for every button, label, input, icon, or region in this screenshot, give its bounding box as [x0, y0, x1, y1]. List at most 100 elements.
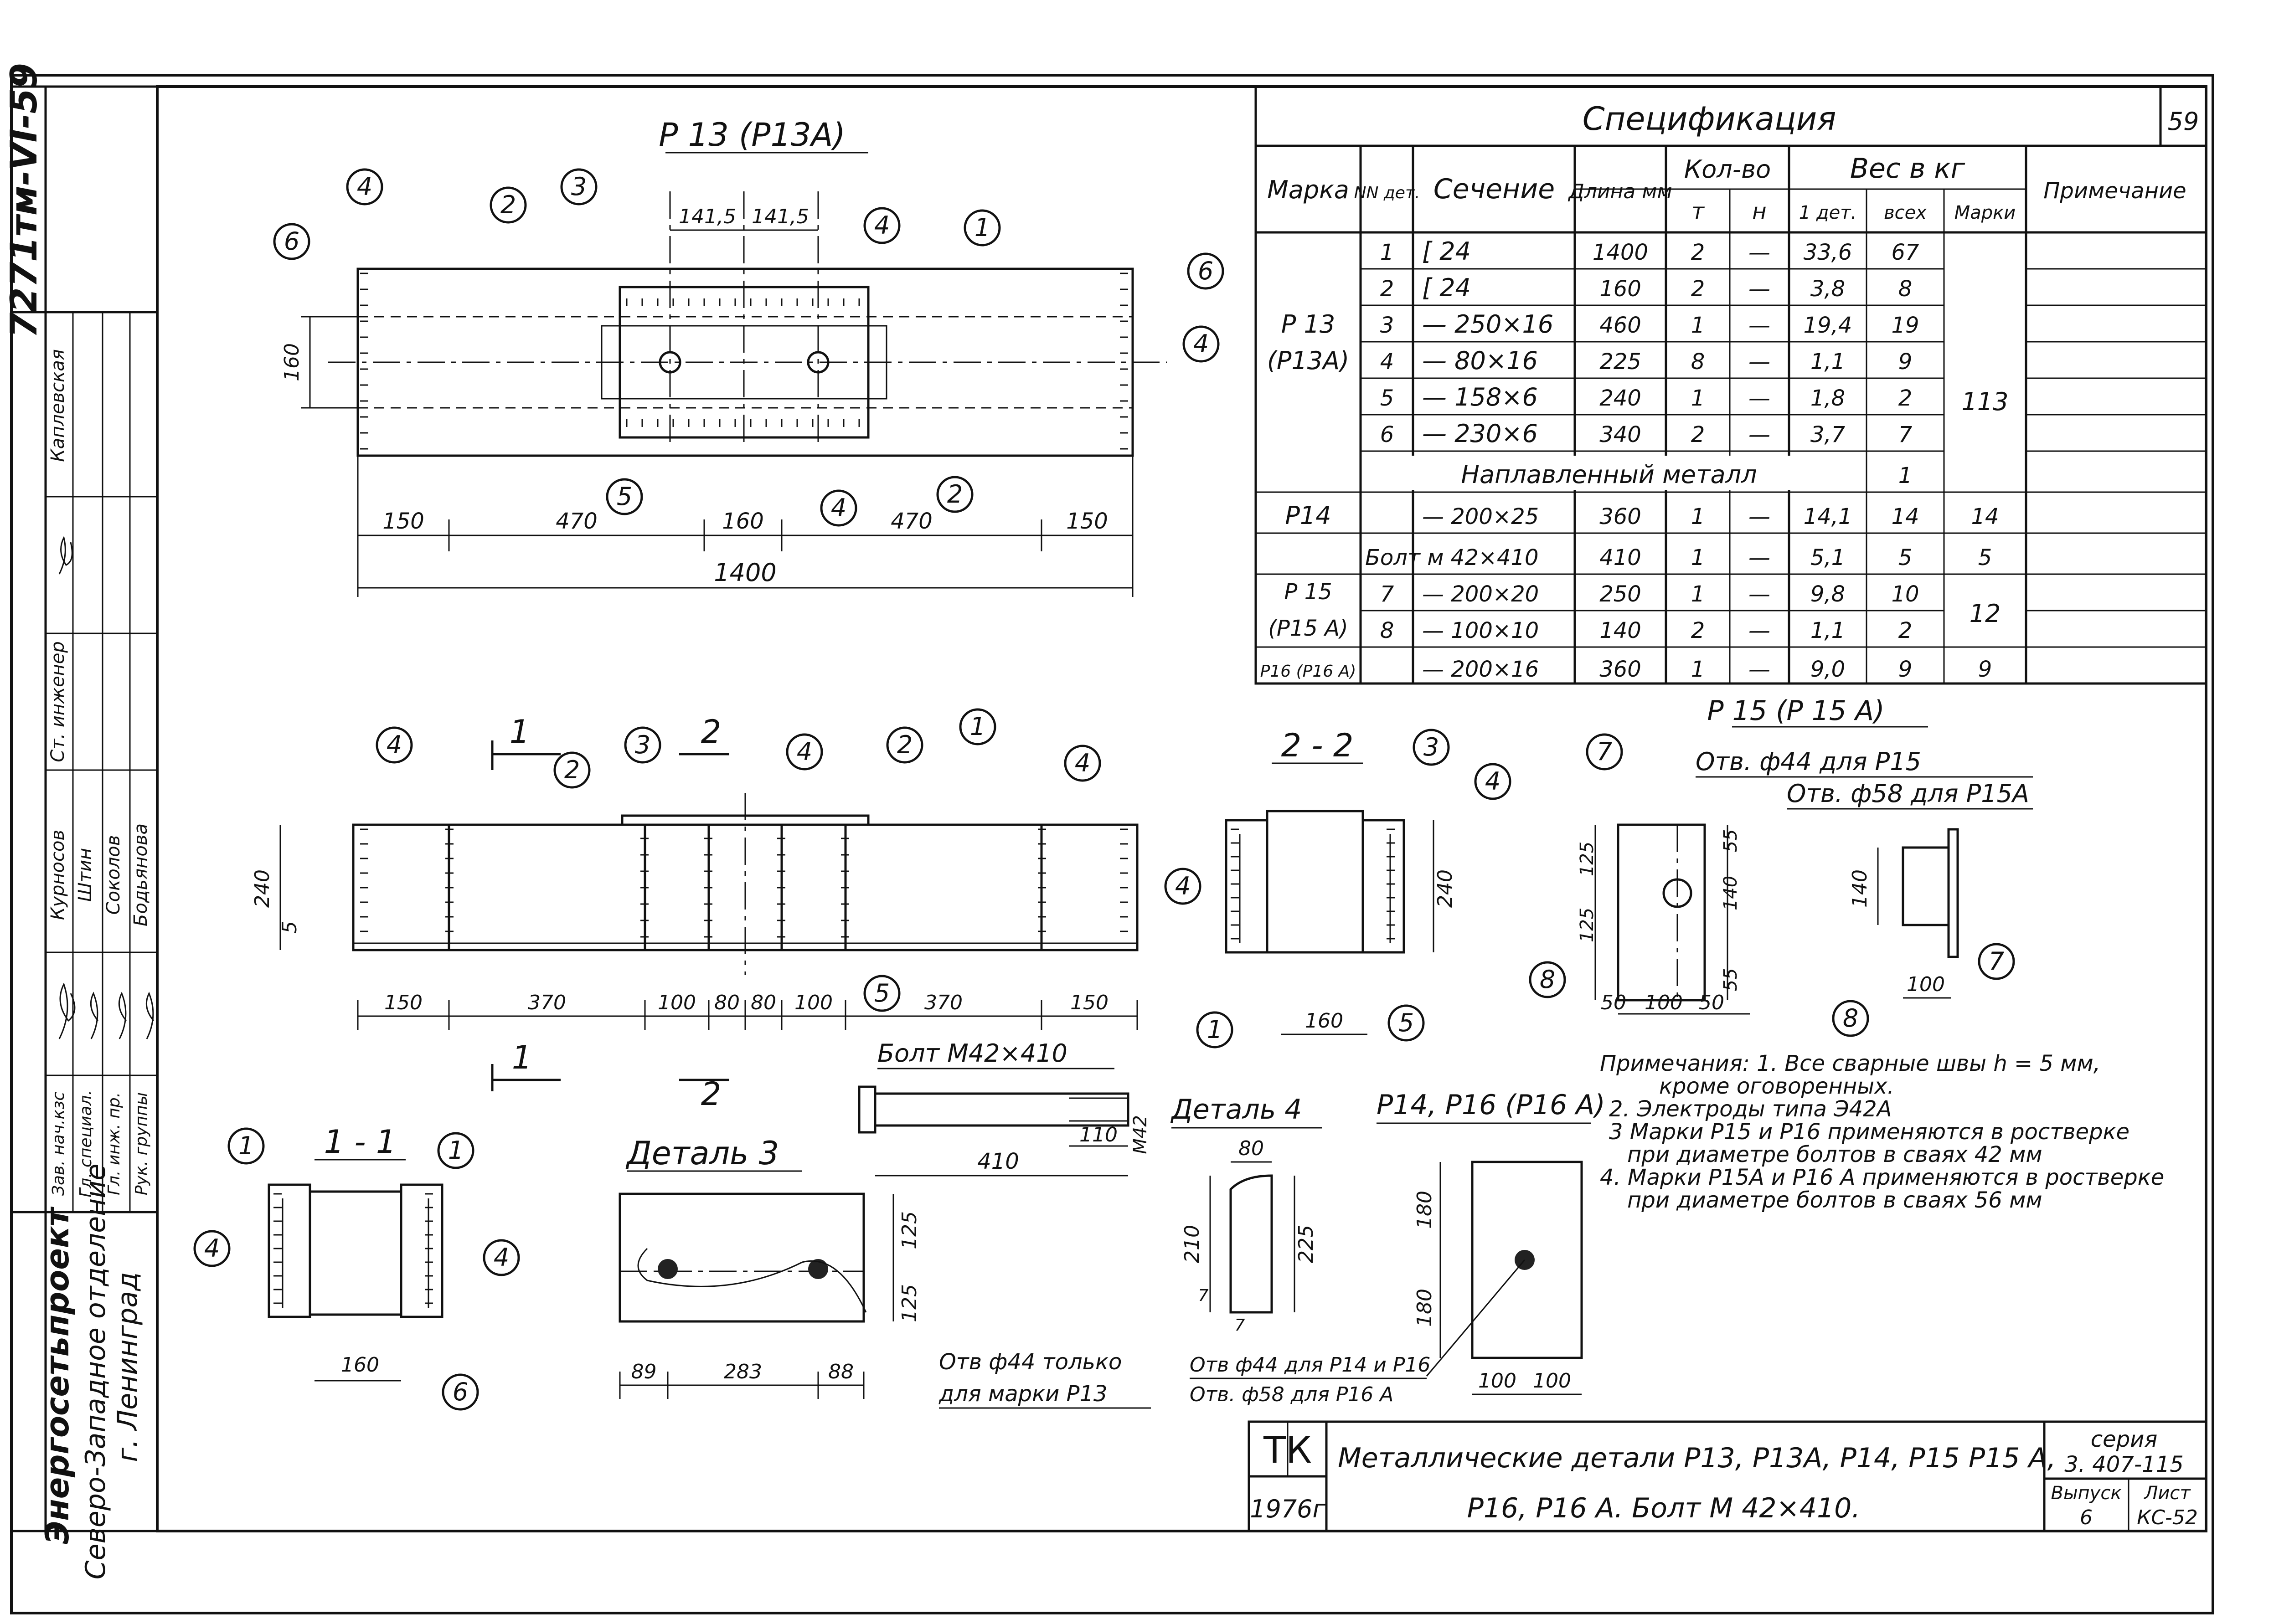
spec-cell: —	[1748, 349, 1770, 375]
weld-row: Наплавленный металл	[1461, 460, 1757, 489]
spec-cell: 8	[1691, 349, 1705, 375]
balloon-number: 4	[1193, 329, 1209, 358]
p15-dim-v: 55	[1720, 829, 1741, 853]
s22-160: 160	[1305, 1009, 1343, 1033]
balloon-number: 1	[1207, 1015, 1222, 1044]
det4-dim: 7	[1235, 1316, 1245, 1335]
spec-cell: —	[1748, 504, 1770, 529]
balloon-number: 2	[500, 190, 516, 219]
spec-cell: 2	[1691, 422, 1705, 447]
spec-cell: 240	[1599, 385, 1641, 411]
balloon-number: 6	[1198, 257, 1213, 285]
spec-cell: — 230×6	[1422, 419, 1538, 448]
spec-cell: —	[1748, 657, 1770, 682]
spec-cell: 5	[1898, 545, 1913, 570]
tb-sheet-label: Лист	[2143, 1483, 2191, 1504]
spec-cell: 12	[1970, 599, 2001, 628]
spec-cell: 3,8	[1810, 276, 1845, 302]
tb-issue-label: Выпуск	[2051, 1483, 2122, 1504]
spec-cell: 360	[1599, 504, 1641, 529]
spec-cell: 7	[1380, 581, 1394, 607]
p13-title: Р 13 (Р13А)	[659, 116, 846, 154]
balloon-number: 1	[975, 213, 990, 242]
callout-balloon: 5	[863, 975, 901, 1012]
note-line: при диаметре болтов в сваях 42 мм	[1627, 1142, 2042, 1167]
stamp-row-name: Курносов	[47, 830, 68, 920]
spec-cell: 14,1	[1804, 504, 1852, 529]
balloon-number: 4	[494, 1243, 509, 1272]
stamp-row-name: Соколов	[103, 835, 124, 915]
dim-total-1400: 1400	[714, 558, 776, 587]
specification-table: Спецификация 59 Марка NN дет. Сечение Дл…	[1254, 85, 2207, 685]
det3-note1: Отв ф44 только	[939, 1349, 1122, 1375]
cut-1-top: 1	[510, 713, 530, 750]
elev-dim: 80	[714, 991, 740, 1014]
balloon-number: 4	[1175, 872, 1191, 900]
sheet-number: 59	[2168, 107, 2199, 136]
tb-code: ТК	[1263, 1429, 1312, 1471]
spec-cell: 5	[1978, 545, 1992, 570]
balloon-number: 5	[874, 979, 890, 1007]
weld-marks	[273, 272, 1395, 1304]
p15-dim-h: 50	[1601, 991, 1626, 1014]
cut-1-bottom: 1	[512, 1039, 532, 1076]
spec-cell: 9	[1898, 657, 1913, 682]
callout-balloon: 1	[437, 1132, 474, 1169]
callout-balloon: 6	[273, 223, 310, 260]
spec-cell: 19	[1891, 313, 1919, 338]
spec-cell: — 200×16	[1422, 657, 1539, 682]
spec-cell: 1	[1691, 545, 1705, 570]
p15-view: Р 15 (Р 15 А) Отв. ф44 для Р15 Отв. ф58 …	[1594, 695, 2033, 1015]
elev-dim: 370	[924, 991, 963, 1014]
col-qty-n: н	[1752, 199, 1766, 224]
col-w-one: 1 дет.	[1799, 202, 1856, 223]
spec-cell: 7	[1898, 422, 1913, 447]
spec-cell: 2	[1380, 276, 1394, 302]
callout-balloon: 4	[863, 207, 901, 244]
cut-2-bottom: 2	[701, 1075, 722, 1113]
callout-balloon: 4	[483, 1239, 520, 1276]
callout-balloon: 1	[959, 708, 996, 745]
p15-side-100: 100	[1907, 973, 1945, 996]
det3-dim: 125	[898, 1284, 921, 1322]
note-line: 2. Электроды типа Э42А	[1609, 1096, 1892, 1122]
spec-cell: 1	[1691, 657, 1705, 682]
det4-dim: 225	[1294, 1225, 1318, 1263]
callout-balloon: 4	[786, 733, 823, 771]
elev-dim: 150	[384, 991, 423, 1014]
balloon-number: 7	[1597, 737, 1612, 766]
p15-side-140: 140	[1848, 869, 1872, 908]
balloon-number: 4	[1075, 749, 1090, 777]
spec-cell: 410	[1599, 545, 1641, 570]
callout-balloon: 7	[1586, 733, 1623, 771]
spec-cell: 3,7	[1810, 422, 1846, 447]
balloon-number: 4	[1485, 767, 1500, 796]
col-det: NN дет.	[1354, 184, 1420, 202]
col-length: Длина мм	[1567, 180, 1672, 203]
col-qty: Кол-во	[1684, 155, 1771, 184]
elev-5: 5	[278, 921, 301, 934]
spec-cell: Р14	[1285, 501, 1331, 530]
col-note: Примечание	[2043, 178, 2186, 204]
spec-cell: 2	[1691, 276, 1705, 302]
stamp-signature	[58, 535, 73, 575]
elev-240: 240	[251, 869, 274, 908]
p14-dim: 180	[1413, 1289, 1436, 1327]
stamp-org: Энергосетьпроект	[39, 1207, 76, 1544]
p15-dim-v: 125	[1577, 908, 1598, 942]
tb-title2: Р16, Р16 А. Болт М 42×410.	[1467, 1492, 1861, 1524]
spec-cell: 8	[1380, 618, 1394, 643]
callout-balloon: 5	[606, 478, 643, 515]
stamp-row-name: Штин	[75, 848, 96, 902]
p14-note2: Отв. ф58 для Р16 А	[1190, 1383, 1393, 1406]
det3-dim-h: 283	[724, 1360, 762, 1383]
callout-balloon: 1	[964, 209, 1001, 247]
spec-cell: Болт м 42×410	[1365, 545, 1539, 570]
callout-balloon: 7	[1978, 943, 2015, 980]
spec-cell: 1	[1691, 581, 1705, 607]
p13-plan-view: Р 13 (Р13А) 141,5 141,5 160 1400	[280, 116, 1167, 597]
cut-2-top: 2	[701, 713, 722, 750]
